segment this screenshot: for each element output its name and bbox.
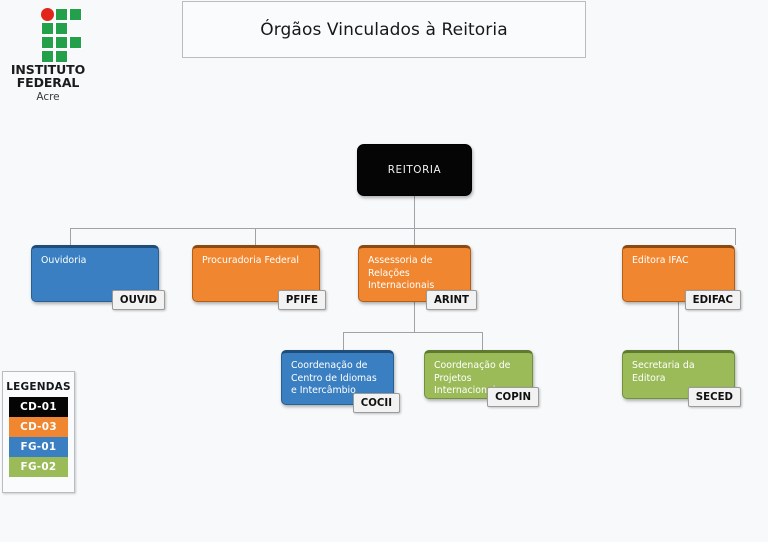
legend-panel: LEGENDAS CD-01 CD-03 FG-01 FG-02 [2, 371, 75, 493]
logo-red-dot [41, 8, 54, 21]
org-node-editora-ifac[interactable]: Editora IFAC EDIFAC [622, 245, 741, 310]
org-node-label: Secretaria da Editora [632, 360, 695, 384]
org-node-acronym-edifac: EDIFAC [684, 290, 741, 310]
logo-square [69, 36, 82, 49]
logo-campus-text: Acre [36, 91, 60, 103]
legend-item-label: FG-01 [20, 441, 57, 453]
logo-square [55, 22, 68, 35]
logo-institute-text: INSTITUTO FEDERAL [8, 62, 88, 90]
logo-square [55, 8, 68, 21]
connector-root-stem [414, 196, 415, 228]
org-node-label: Coordenação de Centro de Idiomas e Inter… [291, 360, 377, 397]
org-node-acronym-seced: SECED [687, 387, 741, 407]
connector-arint-stem [414, 302, 415, 332]
org-node-label: REITORIA [387, 163, 442, 176]
connector-drop-arint [414, 228, 415, 245]
legend-item-cd-03: CD-03 [9, 417, 68, 437]
logo-square [55, 50, 68, 63]
logo-line-instituto: INSTITUTO [10, 62, 86, 77]
legend-item-label: CD-01 [20, 401, 57, 413]
logo-square [41, 36, 54, 49]
logo-square [69, 8, 82, 21]
legend-item-label: FG-02 [20, 461, 57, 473]
logo-square [41, 50, 54, 63]
connector-level1-bus [70, 228, 735, 229]
org-node-seced[interactable]: Secretaria da Editora SECED [622, 350, 741, 407]
institutional-logo: INSTITUTO FEDERAL Acre [8, 2, 88, 103]
org-node-reitoria[interactable]: REITORIA [357, 144, 472, 196]
legend-item-label: CD-03 [20, 421, 57, 433]
org-node-arint[interactable]: Assessoria de Relações Internacionais AR… [358, 245, 477, 310]
connector-drop-edifac [735, 228, 736, 245]
connector-level2-bus [343, 332, 482, 333]
org-node-acronym-copin: COPIN [487, 387, 539, 407]
connector-edifac-to-seced [678, 302, 679, 350]
org-node-acronym-ouvid: OUVID [111, 290, 165, 310]
org-node-label: Editora IFAC [632, 255, 689, 266]
logo-square [55, 36, 68, 49]
ifac-logo-mark [17, 6, 82, 63]
org-node-label: Assessoria de Relações Internacionais [368, 255, 435, 292]
connector-drop-cocii [343, 332, 344, 350]
legend-title: LEGENDAS [6, 381, 71, 393]
logo-line-federal: FEDERAL [16, 74, 80, 90]
org-node-cocii[interactable]: Coordenação de Centro de Idiomas e Inter… [281, 350, 400, 413]
legend-item-fg-01: FG-01 [9, 437, 68, 457]
logo-square [41, 22, 54, 35]
connector-drop-pfife [255, 228, 256, 245]
legend-item-cd-01: CD-01 [9, 397, 68, 417]
org-node-acronym-pfife: PFIFE [277, 290, 326, 310]
page-title: Órgãos Vinculados à Reitoria [260, 19, 508, 40]
legend-item-fg-02: FG-02 [9, 457, 68, 477]
org-node-ouvidoria[interactable]: Ouvidoria OUVID [31, 245, 165, 310]
org-node-label: Procuradoria Federal [202, 255, 300, 266]
org-node-label: Ouvidoria [41, 255, 87, 266]
connector-drop-ouvid [70, 228, 71, 245]
org-node-acronym-cocii: COCII [352, 393, 400, 413]
page-title-panel: Órgãos Vinculados à Reitoria [182, 1, 586, 58]
org-node-label: Coordenação de Projetos Internacionais [434, 360, 511, 397]
org-node-acronym-arint: ARINT [426, 290, 477, 310]
org-node-copin[interactable]: Coordenação de Projetos Internacionais C… [424, 350, 539, 407]
connector-drop-copin [482, 332, 483, 350]
org-node-procuradoria-federal[interactable]: Procuradoria Federal PFIFE [192, 245, 326, 310]
